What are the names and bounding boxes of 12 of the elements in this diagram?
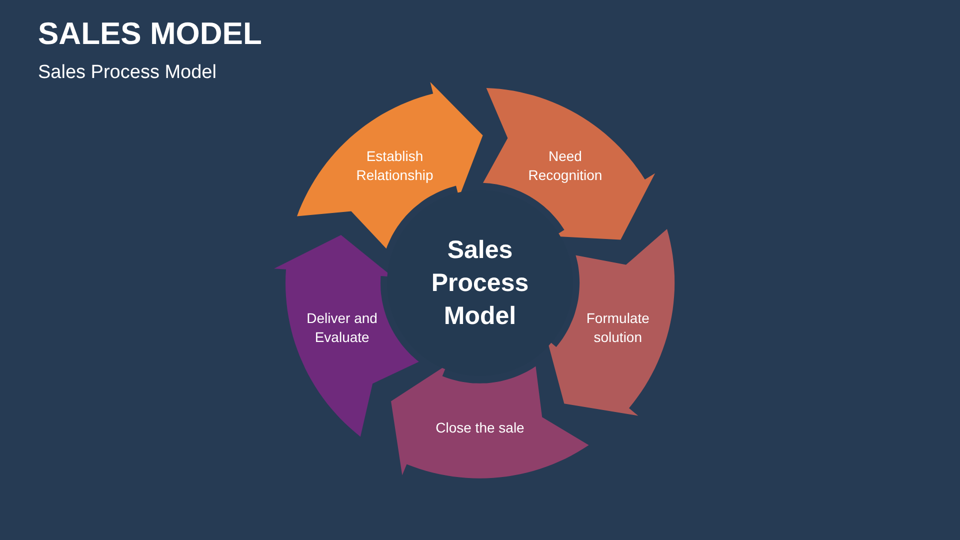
- arrow-segment: [483, 88, 656, 240]
- segment-label: Need Recognition: [527, 146, 604, 185]
- segment-label: Deliver and Evaluate: [306, 308, 378, 347]
- arrow-segment: [274, 234, 418, 437]
- segment-label: Formulate solution: [585, 308, 650, 347]
- title: SALES MODEL: [38, 16, 262, 52]
- segment-label: Establish Relationship: [355, 146, 434, 185]
- arrow-segment: [547, 229, 675, 416]
- subtitle: Sales Process Model: [38, 62, 216, 84]
- arrow-segment: [391, 364, 590, 478]
- segment-label: Close the sale: [434, 418, 526, 438]
- center-label: Sales Process Model: [430, 234, 530, 332]
